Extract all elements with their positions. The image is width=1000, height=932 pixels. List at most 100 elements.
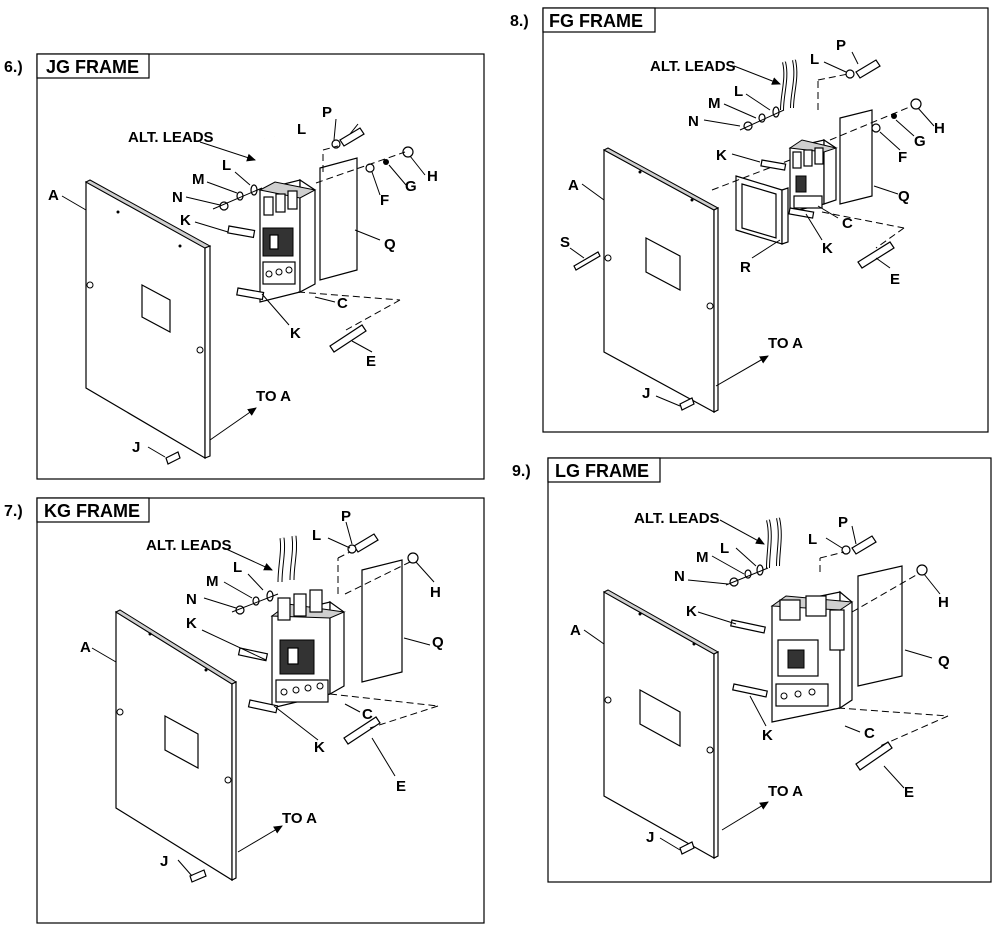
label-h: H bbox=[934, 120, 945, 137]
label-g: G bbox=[914, 133, 926, 150]
breaker-c bbox=[270, 589, 346, 709]
panel-lg-frame: 9.) LG FRAME bbox=[512, 457, 992, 883]
panel-border bbox=[36, 497, 485, 924]
alt-leads bbox=[766, 517, 782, 569]
panel-jg-frame: 6.) JG FRAME bbox=[4, 53, 485, 480]
label-c: C bbox=[337, 295, 348, 312]
label-j: J bbox=[646, 829, 654, 846]
label-alt-leads: ALT. LEADS bbox=[634, 510, 720, 527]
back-plate-q bbox=[839, 109, 873, 205]
label-c: C bbox=[864, 725, 875, 742]
panel-number: 9.) bbox=[512, 463, 531, 480]
label-c: C bbox=[362, 706, 373, 723]
alt-leads bbox=[277, 535, 298, 583]
label-l: L bbox=[233, 559, 242, 576]
label-n: N bbox=[688, 113, 699, 130]
frame-title: FG FRAME bbox=[549, 11, 643, 31]
label-l: L bbox=[222, 157, 231, 174]
label-q: Q bbox=[938, 653, 950, 670]
label-m: M bbox=[696, 549, 709, 566]
label-e: E bbox=[396, 778, 406, 795]
label-to-a: TO A bbox=[768, 335, 803, 352]
panel-border bbox=[547, 457, 992, 883]
back-plate-q bbox=[857, 565, 903, 687]
label-q: Q bbox=[384, 236, 396, 253]
panel-number: 7.) bbox=[4, 503, 23, 520]
cover-plate-a bbox=[84, 179, 212, 460]
label-a: A bbox=[48, 187, 59, 204]
alt-leads bbox=[780, 59, 798, 111]
label-m: M bbox=[708, 95, 721, 112]
label-n: N bbox=[674, 568, 685, 585]
label-k: K bbox=[180, 212, 191, 229]
label-g: G bbox=[405, 178, 417, 195]
hardware bbox=[679, 535, 949, 855]
breaker-c bbox=[258, 178, 317, 303]
hardware bbox=[165, 127, 414, 465]
label-m: M bbox=[206, 573, 219, 590]
label-q: Q bbox=[898, 188, 910, 205]
label-j: J bbox=[132, 439, 140, 456]
label-e: E bbox=[904, 784, 914, 801]
frame-title: LG FRAME bbox=[555, 461, 649, 481]
breaker-c bbox=[770, 590, 854, 723]
label-a: A bbox=[568, 177, 579, 194]
label-j: J bbox=[160, 853, 168, 870]
label-p: P bbox=[838, 514, 848, 531]
label-s: S bbox=[560, 234, 570, 251]
breaker-c bbox=[788, 138, 838, 213]
label-f: F bbox=[898, 149, 907, 166]
panel-border bbox=[36, 53, 485, 480]
back-plate-q bbox=[361, 559, 403, 683]
back-plate-q bbox=[319, 157, 358, 281]
label-to-a: TO A bbox=[256, 388, 291, 405]
label-m: M bbox=[192, 171, 205, 188]
title-box bbox=[547, 457, 661, 483]
label-k: K bbox=[822, 240, 833, 257]
frame-title: KG FRAME bbox=[44, 501, 140, 521]
label-p: P bbox=[322, 104, 332, 121]
cover-plate-a bbox=[114, 609, 238, 882]
label-e: E bbox=[890, 271, 900, 288]
title-box bbox=[36, 53, 150, 79]
label-l: L bbox=[312, 527, 321, 544]
label-a: A bbox=[80, 639, 91, 656]
label-k: K bbox=[290, 325, 301, 342]
label-a: A bbox=[570, 622, 581, 639]
label-l: L bbox=[734, 83, 743, 100]
hardware bbox=[573, 59, 922, 411]
label-n: N bbox=[186, 591, 197, 608]
label-to-a: TO A bbox=[768, 783, 803, 800]
title-box bbox=[542, 7, 656, 33]
label-r: R bbox=[740, 259, 751, 276]
cover-plate-a bbox=[602, 589, 720, 860]
label-l: L bbox=[297, 121, 306, 138]
panel-fg-frame: 8.) FG FRAME bbox=[510, 7, 989, 433]
panel-kg-frame: 7.) KG FRAME bbox=[4, 497, 485, 924]
escutcheon-r bbox=[735, 175, 789, 245]
label-alt-leads: ALT. LEADS bbox=[128, 129, 214, 146]
label-l: L bbox=[808, 531, 817, 548]
label-q: Q bbox=[432, 634, 444, 651]
label-c: C bbox=[842, 215, 853, 232]
label-f: F bbox=[380, 192, 389, 209]
label-p: P bbox=[341, 508, 351, 525]
label-j: J bbox=[642, 385, 650, 402]
label-e: E bbox=[366, 353, 376, 370]
title-box bbox=[36, 497, 150, 523]
label-l: L bbox=[720, 540, 729, 557]
label-to-a: TO A bbox=[282, 810, 317, 827]
label-alt-leads: ALT. LEADS bbox=[146, 537, 232, 554]
label-h: H bbox=[938, 594, 949, 611]
label-k: K bbox=[186, 615, 197, 632]
label-k: K bbox=[686, 603, 697, 620]
label-k: K bbox=[314, 739, 325, 756]
label-h: H bbox=[430, 584, 441, 601]
alt-leads bbox=[261, 135, 277, 177]
label-n: N bbox=[172, 189, 183, 206]
label-p: P bbox=[836, 37, 846, 54]
panel-number: 6.) bbox=[4, 59, 23, 76]
label-h: H bbox=[427, 168, 438, 185]
panel-border bbox=[542, 7, 989, 433]
